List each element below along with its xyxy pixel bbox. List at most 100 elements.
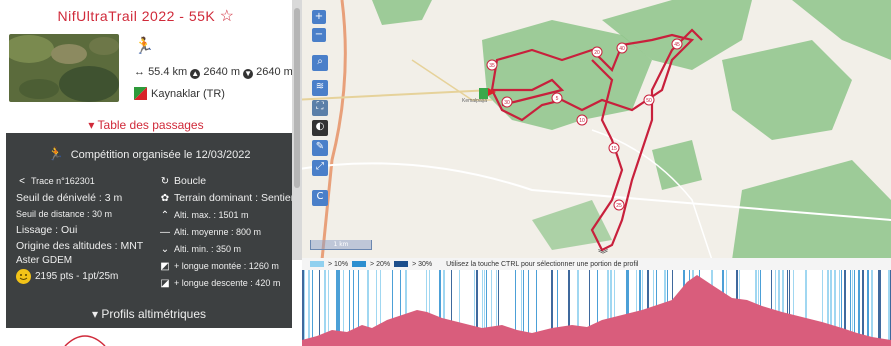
- slope20-label: > 20%: [370, 260, 391, 268]
- fullscreen-icon[interactable]: ⛶: [312, 100, 328, 116]
- detail-text: Lissage : Oui: [16, 224, 78, 236]
- map-scrollbar[interactable]: [292, 0, 302, 260]
- competition-line: 🏃 Compétition organisée le 12/03/2022: [6, 146, 292, 162]
- svg-text:35: 35: [489, 63, 495, 69]
- trace-summary: 🏃 ↔ 55.4 km ▲ 2640 m ▼ 2640 m Kaynaklar …: [134, 36, 293, 100]
- paw-icon: ✿: [160, 193, 170, 204]
- detail-text: Trace n°162301: [31, 176, 95, 186]
- start-finish-marker-icon: [479, 88, 496, 99]
- slope10-label: > 10%: [328, 260, 349, 268]
- up-slope-icon: ◩: [160, 261, 170, 272]
- map-canvas[interactable]: 20 40 45 50 5 10 15 25 30 35 Kemalpaşa ︾: [292, 0, 891, 260]
- detail-terrain: ✿ Terrain dominant : Sentier: [159, 190, 294, 207]
- detail-distance-threshold: Seuil de distance : 30 m: [16, 206, 143, 222]
- smiley-icon: [16, 269, 31, 284]
- detail-loop: ↻ Boucle: [159, 173, 294, 190]
- details-right-column: ↻ Boucle ✿ Terrain dominant : Sentier ⌃ Alt…: [159, 173, 294, 292]
- svg-text:15: 15: [611, 146, 617, 152]
- caret-down-icon: ▾: [91, 307, 98, 321]
- detail-text: Alti. moyenne : 800 m: [174, 227, 262, 237]
- favorite-star-icon[interactable]: ☆: [219, 8, 235, 25]
- race-title: NifUltraTrail 2022 - 55K ☆: [0, 6, 292, 26]
- detail-longest-descent: ◪ + longue descente : 420 m: [159, 275, 294, 292]
- race-title-text: NifUltraTrail 2022 - 55K: [57, 8, 216, 24]
- competition-runner-icon: 🏃: [47, 146, 64, 161]
- detail-text: Seuil de distance : 30 m: [16, 209, 113, 219]
- map-scrollbar-thumb[interactable]: [294, 8, 300, 188]
- detail-text: + longue montée : 1260 m: [174, 261, 279, 271]
- ruler-icon[interactable]: ✎: [312, 140, 328, 156]
- detail-text: Alti. max. : 1501 m: [174, 210, 249, 220]
- detail-longest-climb: ◩ + longue montée : 1260 m: [159, 258, 294, 275]
- detail-elevation-threshold: Seuil de dénivelé : 3 m: [16, 190, 143, 206]
- caret-down-icon: ▾: [88, 118, 95, 132]
- detail-alt-max: ⌃ Alti. max. : 1501 m: [159, 207, 294, 224]
- route-map[interactable]: 20 40 45 50 5 10 15 25 30 35 Kemalpaşa ︾: [292, 0, 891, 260]
- collapse-chevron-icon: ︾: [598, 249, 608, 260]
- detail-text: Boucle: [174, 175, 207, 187]
- profils-altimetriques-link[interactable]: ▾ Profils altimétriques: [6, 307, 292, 321]
- profile-legend: > 10% > 20% > 30% Utilisez la touche CTR…: [302, 258, 891, 270]
- horizontal-arrow-icon: ↔: [134, 66, 145, 78]
- down-chevron-icon: ⌄: [160, 244, 170, 255]
- table-link-label: Table des passages: [97, 118, 204, 132]
- table-des-passages-link[interactable]: ▾ Table des passages: [0, 118, 292, 132]
- location-flag-icon: [134, 87, 147, 100]
- detail-smoothing: Lissage : Oui: [16, 222, 143, 238]
- svg-text:50: 50: [646, 98, 652, 104]
- elevation-profile[interactable]: [302, 270, 891, 346]
- dash-icon: —: [160, 227, 170, 238]
- loop-icon: ↻: [160, 176, 170, 187]
- detail-text: Origine des altitudes : MNT: [16, 240, 144, 252]
- distance-elevation-stats: ↔ 55.4 km ▲ 2640 m ▼ 2640 m: [134, 66, 293, 79]
- map-scale: 1 km: [310, 240, 372, 250]
- distance-value: 55.4 km: [148, 66, 188, 78]
- detail-text: Terrain dominant : Sentier: [174, 192, 295, 204]
- svg-text:Kemalpaşa: Kemalpaşa: [462, 98, 487, 104]
- running-man-icon: 🏃: [134, 38, 154, 55]
- reset-icon[interactable]: C: [312, 190, 328, 206]
- search-icon[interactable]: ⌕: [312, 55, 328, 71]
- trace-details-box: 🏃 Compétition organisée le 12/03/2022 < T…: [6, 133, 294, 328]
- trace-info-panel: NifUltraTrail 2022 - 55K ☆ 🏃 ↔ 55.4 km ▲…: [0, 0, 294, 346]
- detail-text: + longue descente : 420 m: [174, 278, 281, 288]
- layers-icon[interactable]: ≋: [312, 80, 328, 96]
- svg-text:20: 20: [594, 50, 600, 56]
- svg-text:5: 5: [556, 96, 559, 102]
- detail-altitude-origin: Origine des altitudes : MNT: [16, 238, 143, 254]
- slope30-label: > 30%: [412, 260, 433, 268]
- share-icon: <: [19, 176, 25, 187]
- down-slope-icon: ◪: [160, 278, 170, 289]
- slope20-swatch: [352, 261, 367, 267]
- svg-text:30: 30: [504, 100, 510, 106]
- expand-icon[interactable]: ⤢: [312, 160, 328, 176]
- svg-text:45: 45: [674, 42, 680, 48]
- profils-label: Profils altimétriques: [101, 307, 207, 321]
- start-location: Kaynaklar (TR): [134, 87, 293, 100]
- details-left-column: <Trace n°162301 Seuil de dénivelé : 3 m …: [16, 173, 143, 254]
- detail-alt-min: ⌄ Alti. min. : 350 m: [159, 241, 294, 258]
- svg-text:40: 40: [619, 46, 625, 52]
- partial-circle-icon: [64, 335, 106, 346]
- up-chevron-icon: ⌃: [160, 210, 170, 221]
- satellite-thumbnail[interactable]: [9, 34, 119, 102]
- competition-text: Compétition organisée le 12/03/2022: [70, 149, 251, 161]
- aster-gdem-label: Aster GDEM: [16, 255, 73, 266]
- detail-trace-number: < Trace n°162301: [16, 173, 143, 190]
- svg-text:25: 25: [616, 203, 622, 209]
- location-text: Kaynaklar (TR): [151, 87, 225, 100]
- svg-text:10: 10: [579, 118, 585, 124]
- points-text: 2195 pts - 1pt/25m: [35, 271, 119, 282]
- ascent-arrow-icon: ▲: [190, 69, 201, 79]
- zoom-out-button[interactable]: −: [312, 28, 326, 42]
- points-line: 2195 pts - 1pt/25m: [16, 269, 118, 284]
- zoom-in-button[interactable]: +: [312, 10, 326, 24]
- slope30-swatch: [394, 261, 409, 267]
- detail-text: Seuil de dénivelé : 3 m: [16, 192, 123, 204]
- contrast-icon[interactable]: ◐: [312, 120, 328, 136]
- elevation-profile-chart[interactable]: [302, 270, 891, 346]
- descent-arrow-icon: ▼: [243, 69, 254, 79]
- profile-hint: Utilisez la touche CTRL pour sélectionne…: [446, 260, 639, 268]
- detail-text: Alti. min. : 350 m: [174, 244, 242, 254]
